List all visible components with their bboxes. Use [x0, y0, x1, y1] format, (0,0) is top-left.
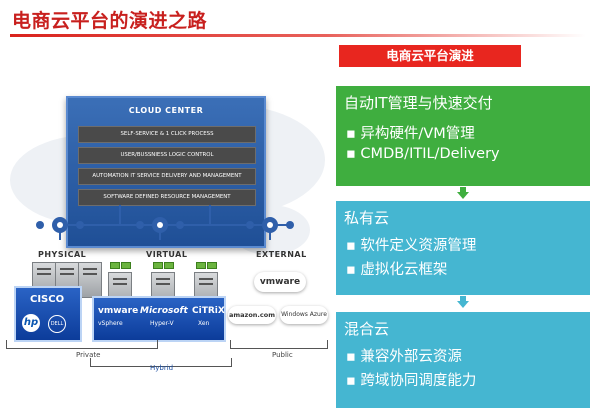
cloud-center-row: AUTOMATION IT SERVICE DELIVERY AND MANAG… — [78, 168, 256, 185]
zone-label-external: EXTERNAL — [256, 250, 307, 259]
zone-label-virtual: VIRTUAL — [146, 250, 188, 259]
gear-connector-icon — [240, 212, 300, 238]
cisco-logo: CISCO — [30, 294, 65, 305]
public-bracket — [230, 340, 328, 349]
stage-item: ▪ 虚拟化云框架 — [346, 262, 448, 278]
stage-title: 混合云 — [344, 320, 390, 338]
vm-icon — [110, 262, 120, 269]
public-label: Public — [272, 351, 293, 359]
xen-label: Xen — [198, 320, 210, 327]
down-arrow-stem — [460, 187, 466, 192]
hp-logo: hp — [22, 314, 40, 332]
cloud-center-row: USER/BUSSNIESS LOGIC CONTROL — [78, 147, 256, 164]
hybrid-bracket — [90, 358, 232, 367]
cloud-architecture-diagram: CLOUD CENTER SELF-SERVICE & 1 CLICK PROC… — [0, 40, 330, 414]
cloud-center-box: CLOUD CENTER SELF-SERVICE & 1 CLICK PROC… — [66, 96, 266, 248]
physical-vendor-panel: CISCO hp DELL — [14, 286, 82, 342]
stage-item: ▪ 异构硬件/VM管理 — [346, 126, 475, 142]
gear-connector-icon — [130, 212, 190, 238]
vm-icon — [121, 262, 131, 269]
stage-item: ▪ 兼容外部云资源 — [346, 349, 462, 365]
title-rule — [10, 34, 586, 37]
stage-item: ▪ CMDB/ITIL/Delivery — [346, 146, 500, 162]
hyperv-label: Hyper-V — [150, 320, 174, 327]
zone-label-physical: PHYSICAL — [38, 250, 87, 259]
private-label: Private — [76, 351, 101, 359]
windows-azure-cloud: Windows Azure — [280, 306, 328, 324]
external-vmware-cloud: vmware — [254, 272, 306, 292]
connector-lines — [59, 205, 290, 240]
amazon-cloud: amazon.com — [228, 306, 276, 324]
microsoft-logo: Microsoft — [140, 306, 188, 316]
down-arrow-stem — [460, 296, 466, 301]
stage-item: ▪ 软件定义资源管理 — [346, 238, 477, 254]
gear-connector-icon — [30, 212, 90, 238]
evolution-stage-2: 私有云 ▪ 软件定义资源管理 ▪ 虚拟化云框架 — [336, 201, 590, 295]
cloud-center-row: SELF-SERVICE & 1 CLICK PROCESS — [78, 126, 256, 143]
evolution-stage-1: 自动IT管理与快速交付 ▪ 异构硬件/VM管理 ▪ CMDB/ITIL/Deli… — [336, 86, 590, 186]
evolution-stage-3: 混合云 ▪ 兼容外部云资源 ▪ 跨域协同调度能力 — [336, 312, 590, 408]
evolution-header: 电商云平台演进 — [339, 45, 521, 67]
cloud-center-row: SOFTWARE DEFINED RESOURCE MANAGEMENT — [78, 189, 256, 206]
page-title: 电商云平台的演进之路 — [12, 10, 208, 32]
vmware-logo: vmware — [98, 306, 139, 316]
stage-item: ▪ 跨域协同调度能力 — [346, 373, 477, 389]
stage-title: 私有云 — [344, 209, 390, 227]
hybrid-label: Hybrid — [150, 364, 174, 372]
down-arrow-icon — [457, 192, 469, 199]
vm-icon — [207, 262, 217, 269]
server-icon — [78, 262, 102, 298]
vm-icon — [153, 262, 163, 269]
citrix-logo: CiTRiX — [192, 306, 225, 316]
cloud-center-title: CLOUD CENTER — [128, 106, 204, 115]
virtual-vendor-panel: vmware vSphere Microsoft Hyper-V CiTRiX … — [92, 296, 226, 342]
down-arrow-icon — [457, 301, 469, 308]
dell-logo: DELL — [48, 315, 66, 333]
vm-icon — [164, 262, 174, 269]
vsphere-label: vSphere — [98, 320, 123, 327]
stage-title: 自动IT管理与快速交付 — [344, 94, 493, 112]
vm-icon — [196, 262, 206, 269]
private-bracket — [6, 340, 158, 349]
